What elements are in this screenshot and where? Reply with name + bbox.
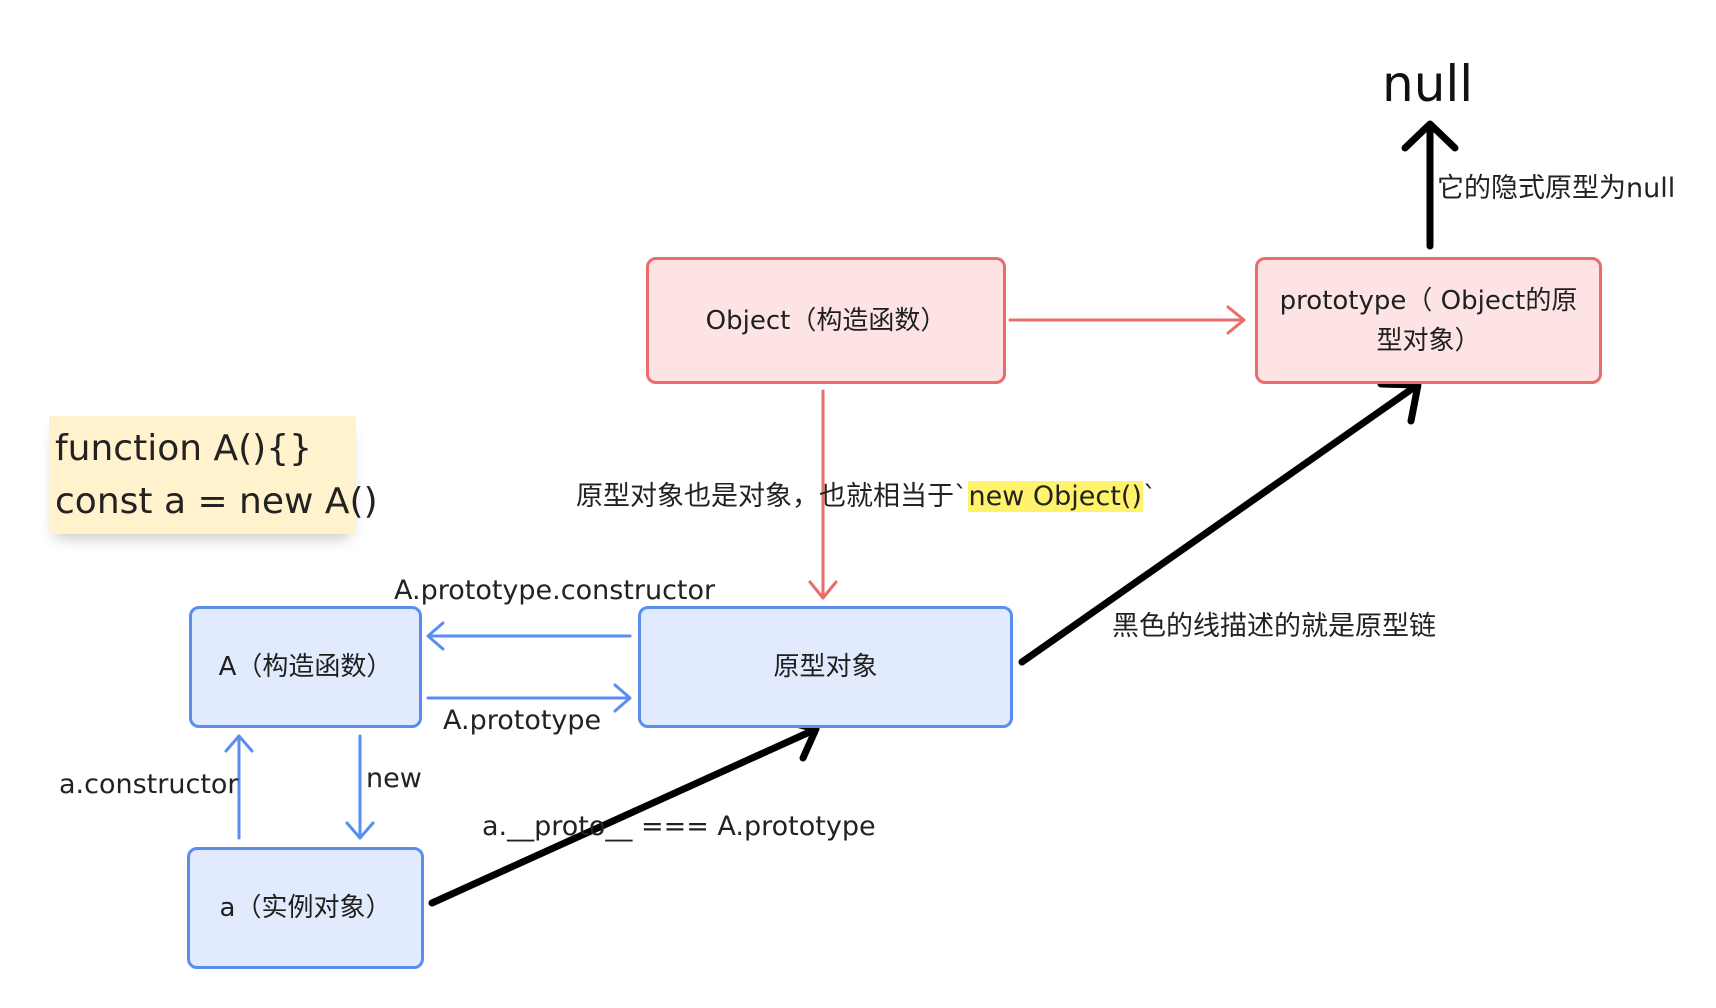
null-node: null [1382,55,1474,113]
code-line-2: const a = new A() [55,481,378,522]
proto-equality-label: a.__proto__ === A.prototype [482,811,876,842]
object-prototype-label-line2: 型对象） [1376,325,1481,356]
object-constructor-label: Object（构造函数） [705,305,947,336]
instance-label: a（实例对象） [219,893,392,923]
proto-is-object-label: 原型对象也是对象，也就相当于`new Object()` [576,480,1156,514]
chain-arrowhead-null [1401,120,1459,152]
arrowhead-a-constructor [224,734,254,753]
a-constructor-label: A（构造函数） [218,652,393,682]
object-constructor-node: Object（构造函数） [646,257,1006,384]
arrowhead-constructor [426,621,445,651]
chain-a-to-proto-obj [428,726,818,907]
prototype-object-label: 原型对象 [773,652,878,682]
prototype-chain-note: 黑色的线描述的就是原型链 [1112,611,1436,642]
proto-is-object-prefix: 原型对象也是对象，也就相当于` [576,481,968,512]
prototype-object-node: 原型对象 [638,606,1013,728]
chain-arrowhead-proto-obj [1377,380,1422,425]
a-constructor-edge-label: a.constructor [59,769,239,800]
implicit-null-label: 它的隐式原型为null [1437,173,1676,204]
code-sticky-note: function A(){} const a = new A() [49,416,378,534]
arrowhead-object-to-prototype [1226,305,1246,335]
prototype-constructor-label: A.prototype.constructor [394,575,716,606]
arrowhead-new [345,821,375,840]
a-prototype-label: A.prototype [443,705,602,736]
object-prototype-label-line1: prototype（ Object的原 [1279,285,1578,316]
arrowhead-object-to-proto-obj [808,580,838,600]
new-object-code: new Object() [967,481,1143,512]
chain-proto-obj-to-object-prototype [1018,382,1420,666]
proto-is-object-suffix: ` [1142,481,1157,512]
a-constructor-node: A（构造函数） [189,606,422,728]
object-prototype-node: prototype（ Object的原 型对象） [1255,257,1602,384]
instance-node: a（实例对象） [187,847,424,969]
new-edge-label: new [366,763,422,794]
arrowhead-prototype [613,683,632,713]
code-line-1: function A(){} [55,428,313,469]
